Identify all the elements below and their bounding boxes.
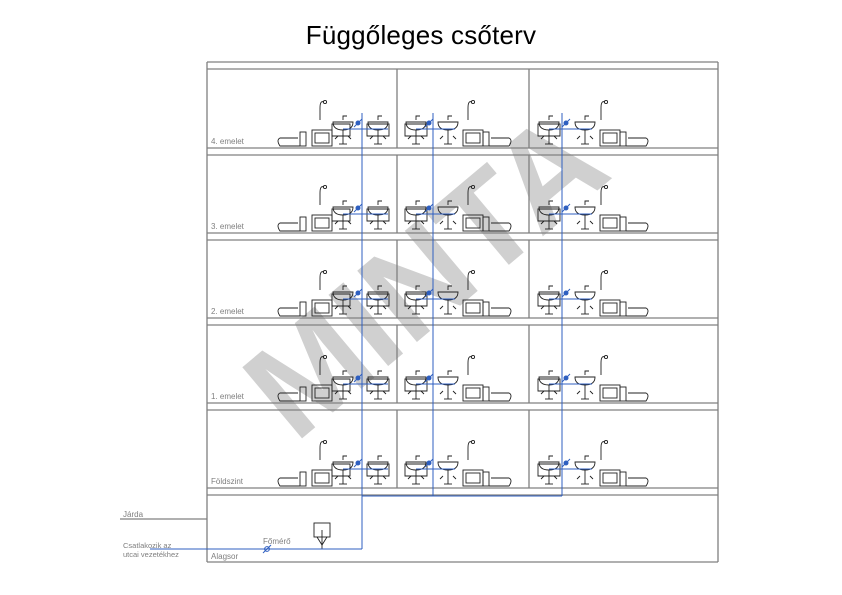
main-meter-icon [264,546,270,552]
fixture-group-apartment-1 [277,354,390,402]
diagram-title: Függőleges csőterv [305,20,537,50]
connection-label-line1: Csatlakozik az [123,541,172,550]
fixture-group-apartment-2 [404,354,512,402]
fixture-group-apartment-3 [537,99,649,147]
floor-labels: 4. emelet 3. emelet 2. emelet 1. emeletFöld… [211,137,245,486]
fixture-group-apartment-1 [277,439,390,487]
floor-fixtures-1 [277,99,649,147]
floor-label: 3. emelet [211,222,245,231]
floor-label: Földszint [211,477,244,486]
floor-fixtures-5 [277,439,649,487]
fixture-group-apartment-1 [277,269,390,317]
fixture-group-apartment-1 [277,99,390,147]
watermark-text: MINTA [217,82,634,466]
floor-fixtures-4 [277,354,649,402]
floor-label: 1. emelet [211,392,245,401]
main-meter-label: Főmérő [263,537,291,546]
connection-label-line2: utcai vezetékhez [123,550,179,559]
fixture-group-apartment-2 [404,184,512,232]
floor-fixtures-2 [277,184,649,232]
pipes-layer [150,113,592,554]
fixture-group-apartment-3 [537,184,649,232]
fixture-group-apartment-1 [277,184,390,232]
fixture-group-apartment-2 [404,99,512,147]
floor-label: 2. emelet [211,307,245,316]
fixture-group-apartment-3 [537,269,649,317]
floor-fixtures-3 [277,269,649,317]
fixture-group-apartment-3 [537,354,649,402]
basement-label: Alagsor [211,552,238,561]
floor-label: 4. emelet [211,137,245,146]
fixtures-layer [277,99,649,549]
fixture-group-apartment-2 [404,269,512,317]
fixture-group-apartment-3 [537,439,649,487]
fixture-group-apartment-2 [404,439,512,487]
sidewalk-label: Járda [123,510,144,519]
building-frame [120,61,719,563]
water-heater-icon [313,522,331,549]
